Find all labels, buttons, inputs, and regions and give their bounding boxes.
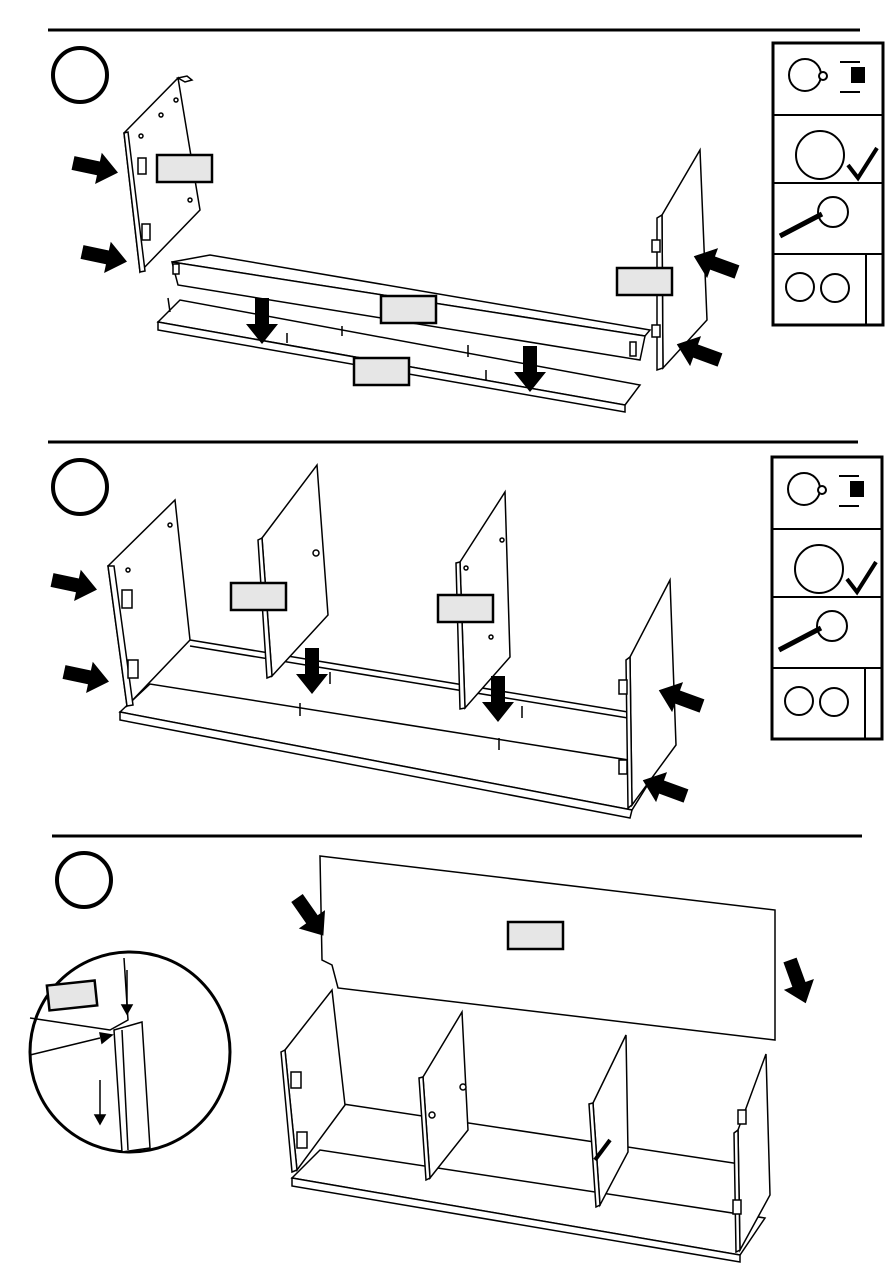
part-label — [438, 595, 493, 622]
cam-lock-guide — [773, 43, 883, 325]
part-label — [508, 922, 563, 949]
part-label — [354, 358, 409, 385]
down-arrow-icon — [296, 648, 328, 694]
step-number-badge — [53, 460, 107, 514]
detail-magnifier — [30, 952, 230, 1152]
step-c — [30, 836, 862, 1262]
base-frame — [120, 640, 660, 818]
push-arrow-icon — [61, 656, 113, 697]
cam-lock-icon — [788, 473, 820, 505]
cam-lock-icon — [818, 197, 848, 227]
push-arrow-icon — [49, 564, 101, 605]
partition-panel — [258, 465, 328, 678]
step-a — [48, 30, 883, 412]
part-label — [47, 981, 97, 1011]
push-arrow-icon — [70, 147, 122, 188]
part-label — [157, 155, 212, 182]
cam-lock-icon — [785, 687, 813, 715]
step-number-badge — [53, 48, 107, 102]
part-label — [617, 268, 672, 295]
part-label — [381, 296, 436, 323]
step-b — [48, 442, 882, 818]
left-side-panel — [108, 500, 190, 706]
down-arrow-icon — [775, 955, 821, 1009]
cam-lock-icon — [817, 611, 847, 641]
part-label — [231, 583, 286, 610]
cam-lock-icon — [789, 59, 821, 91]
push-arrow-icon — [79, 236, 131, 277]
cam-lock-icon — [795, 545, 843, 593]
cam-lock-guide — [772, 457, 882, 739]
cam-lock-icon — [796, 131, 844, 179]
step-number-badge — [57, 853, 111, 907]
cam-lock-icon — [786, 273, 814, 301]
